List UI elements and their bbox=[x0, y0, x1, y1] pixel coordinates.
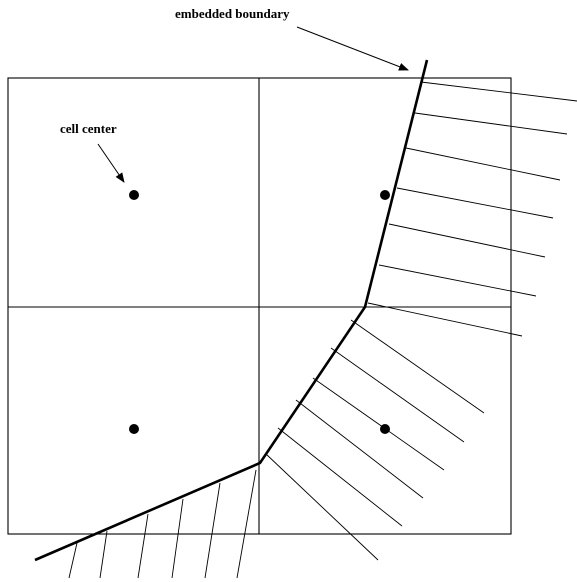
hatch-line-11 bbox=[295, 399, 424, 499]
hatch-line-14 bbox=[236, 469, 257, 579]
cell-center-dot-top-right bbox=[380, 190, 390, 200]
hatch-line-6 bbox=[378, 264, 537, 297]
hatch-line-15 bbox=[204, 482, 221, 579]
hatch-line-5 bbox=[388, 223, 546, 258]
cell-center-dot-bottom-right bbox=[380, 424, 390, 434]
hatch-line-12 bbox=[277, 427, 403, 527]
hatch-line-19 bbox=[68, 542, 78, 579]
cell-center-arrow bbox=[97, 143, 125, 183]
embedded-boundary-arrow bbox=[296, 26, 409, 71]
hatch-line-17 bbox=[137, 513, 149, 579]
hatch-line-16 bbox=[171, 498, 184, 579]
hatch-line-18 bbox=[99, 530, 108, 579]
hatch-line-8 bbox=[350, 319, 485, 414]
hatch-line-1 bbox=[420, 81, 577, 102]
hatch-line-9 bbox=[330, 347, 465, 443]
boundary-hatching bbox=[68, 81, 577, 579]
cell-grid bbox=[7, 77, 512, 535]
embedded-boundary-line bbox=[34, 59, 429, 562]
hatch-line-2 bbox=[414, 112, 568, 135]
embedded-boundary-label: embedded boundary bbox=[175, 6, 290, 21]
cell-centers bbox=[129, 190, 390, 434]
cell-center-dot-top-left bbox=[129, 190, 139, 200]
annotations: embedded boundary cell center bbox=[60, 6, 409, 183]
hatch-line-3 bbox=[405, 147, 561, 181]
cell-center-label: cell center bbox=[60, 121, 117, 136]
hatch-line-4 bbox=[396, 187, 554, 219]
cell-center-dot-bottom-left bbox=[129, 424, 139, 434]
hatch-line-13 bbox=[265, 453, 379, 561]
hatch-line-10 bbox=[312, 377, 445, 471]
hatch-line-7 bbox=[367, 302, 523, 337]
